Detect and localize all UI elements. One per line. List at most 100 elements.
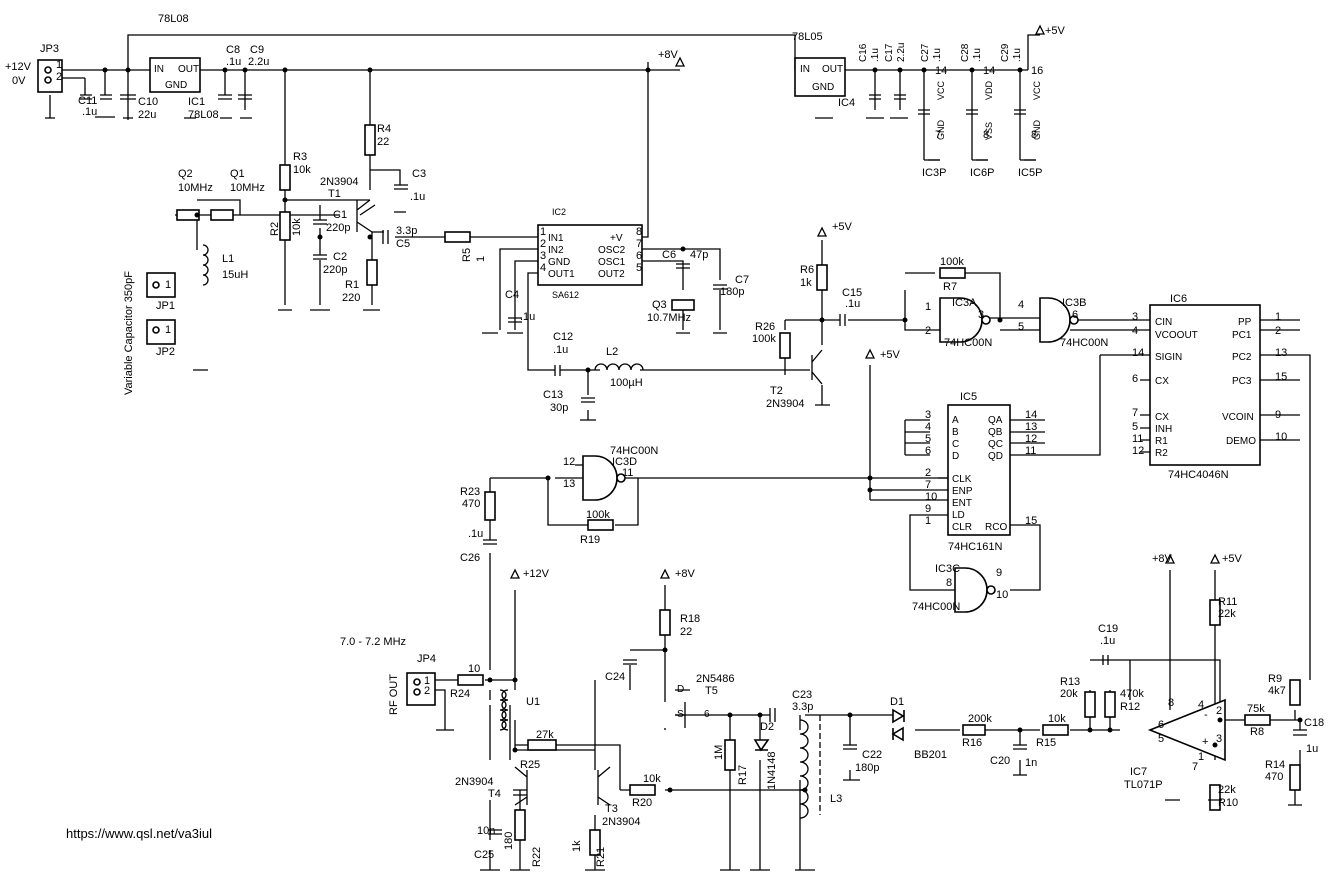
svg-text:11: 11 [1025, 445, 1036, 457]
r22-value: 180 [503, 832, 515, 850]
c27-value: .1u [932, 48, 943, 62]
c23-value: 3.3p [792, 701, 813, 713]
c18-label: C18 [1304, 717, 1324, 729]
ic4-regulator [794, 57, 846, 97]
t5-label: T5 [705, 685, 718, 697]
d1-label: D1 [890, 696, 904, 708]
r5-label: R5 [461, 248, 473, 262]
t5-g: 6 [704, 709, 710, 720]
svg-text:2: 2 [1216, 705, 1222, 717]
c4-value: .1u [520, 311, 535, 323]
ic5-ent: ENT [952, 498, 972, 509]
t5-s: S [677, 709, 684, 720]
q3-label: Q3 [652, 299, 667, 311]
r15-label: R15 [1036, 737, 1056, 749]
svg-text:11: 11 [622, 467, 633, 479]
l1-label: L1 [222, 253, 234, 265]
c26-label: C26 [460, 552, 480, 564]
ic3c-label: IC3C [935, 563, 960, 575]
r14-value: 470 [1265, 771, 1283, 783]
ic4-out: OUT [822, 64, 843, 75]
ic6-label: IC6 [1170, 293, 1187, 305]
ic5p-gnd: GND [1032, 120, 1042, 141]
svg-text:5: 5 [1158, 733, 1164, 745]
r1-value: 220 [342, 292, 360, 304]
p8-t5-label: +8V [675, 568, 696, 580]
ic6-vcoin: VCOIN [1222, 412, 1254, 423]
c2-value: 220p [323, 264, 347, 276]
svg-text:4: 4 [1198, 699, 1204, 711]
c19-label: C19 [1098, 623, 1118, 635]
ic6-cx2: CX [1155, 412, 1169, 423]
svg-text:2: 2 [424, 685, 430, 697]
r14-label: R14 [1265, 759, 1285, 771]
r20-label: R20 [632, 797, 652, 809]
svg-text:12: 12 [563, 456, 575, 468]
source-url[interactable]: https://www.qsl.net/va3iul [66, 826, 212, 841]
ic5-b: B [952, 427, 959, 438]
r23-label: R23 [460, 486, 480, 498]
regulator-78l08-top: 78L08 [158, 13, 189, 25]
svg-text:7: 7 [935, 129, 941, 141]
c25-value: 10n [477, 825, 495, 837]
svg-text:5: 5 [925, 433, 931, 445]
c16-label: C16 [858, 43, 869, 62]
ic3b-label: IC3B [1062, 297, 1086, 309]
svg-text:1: 1 [165, 324, 171, 336]
ic6-cin: CIN [1155, 317, 1172, 328]
ic3d-part: 74HC00N [610, 445, 658, 457]
r25-value: 27k [536, 729, 554, 741]
components [37, 24, 1307, 871]
svg-text:2: 2 [540, 238, 546, 250]
r17-value: 1M [713, 745, 725, 760]
r23-value: 470 [462, 498, 480, 510]
svg-text:1: 1 [56, 59, 62, 71]
p8-ic7-label: +8V [1152, 553, 1173, 565]
svg-text:+: + [1202, 736, 1208, 748]
ic3p-vcc: VCC [936, 80, 946, 100]
svg-text:7: 7 [925, 479, 931, 491]
r21-value: 1k [571, 840, 583, 852]
jp4-connector [406, 672, 436, 706]
svg-text:14: 14 [983, 65, 995, 77]
r18-label: R18 [680, 613, 700, 625]
c29-value: .1u [1012, 48, 1023, 62]
svg-text:14: 14 [1025, 409, 1037, 421]
c20-label: C20 [990, 755, 1010, 767]
jp1-label: JP1 [156, 300, 175, 312]
r4-value: 22 [377, 136, 389, 148]
r21-label: R21 [595, 847, 607, 867]
svg-text:9: 9 [996, 567, 1002, 579]
svg-text:16: 16 [1031, 65, 1043, 77]
svg-text:6: 6 [1072, 309, 1078, 321]
ic5-clr: CLR [952, 522, 972, 533]
ic4-in: IN [800, 64, 810, 75]
wires [45, 34, 1311, 870]
ic6-vcoout: VCOOUT [1155, 330, 1198, 341]
c22-value: 180p [855, 762, 879, 774]
q1-value: 10MHz [230, 182, 265, 194]
svg-text:10: 10 [925, 491, 937, 503]
svg-text:3: 3 [978, 309, 984, 321]
c17-value: 2.2u [896, 43, 907, 62]
ic2-osc1: OSC1 [598, 257, 626, 268]
ic7-part: TL071P [1124, 779, 1163, 791]
svg-text:8: 8 [983, 129, 989, 141]
c17-label: C17 [884, 43, 895, 62]
ic5p-vcc: VCC [1032, 80, 1042, 100]
t1-label: T1 [328, 188, 341, 200]
svg-text:3: 3 [540, 250, 546, 262]
jp3-connector [37, 59, 63, 93]
labels: +12V 0V JP3 78L08 IN OUT GND IC1 78L08 C… [5, 13, 1324, 867]
d2-label: D2 [760, 721, 774, 733]
ic2-out1: OUT1 [548, 269, 575, 280]
p5-top-label: +5V [1045, 25, 1066, 37]
c11-label: C11 [78, 95, 97, 107]
ic5-label: IC5 [960, 391, 977, 403]
svg-text:12: 12 [1132, 445, 1144, 457]
svg-text:6: 6 [925, 445, 931, 457]
c9-label: C9 [250, 44, 264, 56]
r26-label: R26 [755, 321, 775, 333]
r13-label: R13 [1060, 676, 1080, 688]
ic1-out: OUT [178, 64, 199, 75]
